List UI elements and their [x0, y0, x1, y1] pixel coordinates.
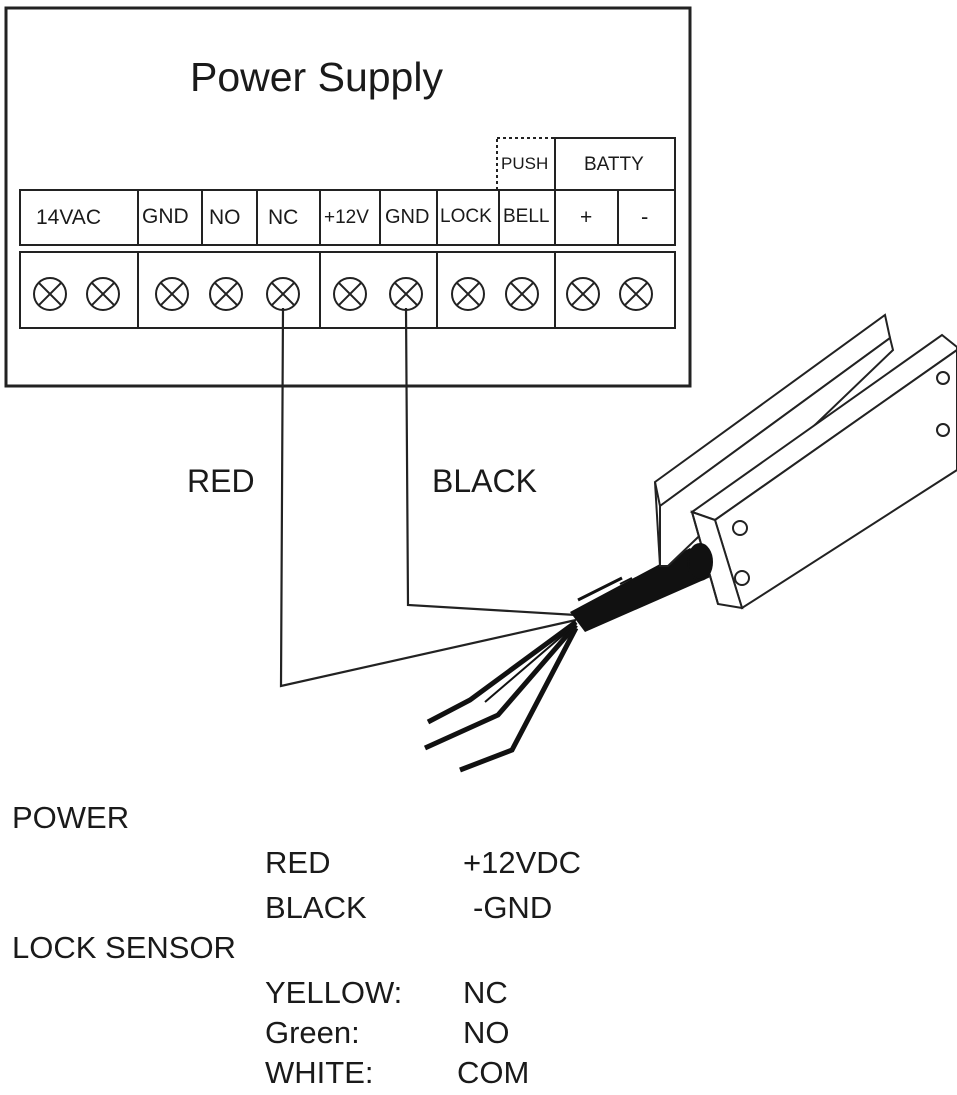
terminal-label-gnd-2: GND [385, 206, 430, 228]
screw-terminal-icon [566, 277, 600, 311]
legend-sensor-value-3: COM [457, 1055, 530, 1090]
legend-power-color-2: BLACK [265, 890, 367, 925]
legend-power-value-2: -GND [473, 890, 553, 925]
terminal-label-nc: NC [268, 206, 299, 229]
cable-bundle [570, 548, 715, 632]
screw-terminal-icon [505, 277, 539, 311]
power-supply-box [4, 6, 692, 388]
terminal-label-lock: LOCK [440, 206, 492, 227]
magnetic-lock-icon [653, 313, 957, 610]
terminal-label-no: NO [209, 206, 241, 229]
screw-terminal-icon [389, 277, 423, 311]
legend-power-value-1: +12VDC [463, 845, 582, 880]
terminal-label-batt-minus: - [641, 204, 649, 229]
terminal-label-plus-12v: +12V [324, 207, 369, 228]
black-wire-label: BLACK [432, 463, 537, 499]
screw-terminal-icon [266, 277, 300, 311]
legend-power-color-1: RED [265, 845, 331, 880]
screw-terminal-icon [209, 277, 243, 311]
batty-label: BATTY [584, 154, 644, 175]
terminal-label-14vac: 14VAC [36, 206, 101, 229]
screw-terminal-icon [451, 277, 485, 311]
legend-sensor-color-2: Green: [265, 1015, 360, 1050]
legend-power-heading: POWER [12, 800, 130, 835]
legend-sensor-heading: LOCK SENSOR [12, 930, 236, 965]
legend-sensor-value-2: NO [463, 1015, 510, 1050]
screw-terminal-icon [86, 277, 120, 311]
red-wire-label: RED [187, 463, 255, 499]
screw-terminal-icon [155, 277, 189, 311]
legend-sensor-color-3: WHITE: [265, 1055, 374, 1090]
red-wire [279, 307, 577, 688]
terminal-label-gnd: GND [142, 205, 189, 228]
power-supply-title: Power Supply [190, 54, 443, 100]
push-label: PUSH [501, 154, 549, 173]
loose-wire-ends [423, 619, 579, 773]
screw-terminal-icon [619, 277, 653, 311]
screw-terminal-icon [333, 277, 367, 311]
terminal-label-batt-plus: + [580, 206, 593, 229]
black-wire [404, 307, 577, 617]
terminal-label-strip [19, 189, 676, 246]
screw-terminal-icon [33, 277, 67, 311]
legend-sensor-value-1: NC [463, 975, 508, 1010]
legend-sensor-color-1: YELLOW: [265, 975, 403, 1010]
terminal-label-bell: BELL [503, 206, 550, 227]
screw-terminal-block [19, 251, 676, 329]
